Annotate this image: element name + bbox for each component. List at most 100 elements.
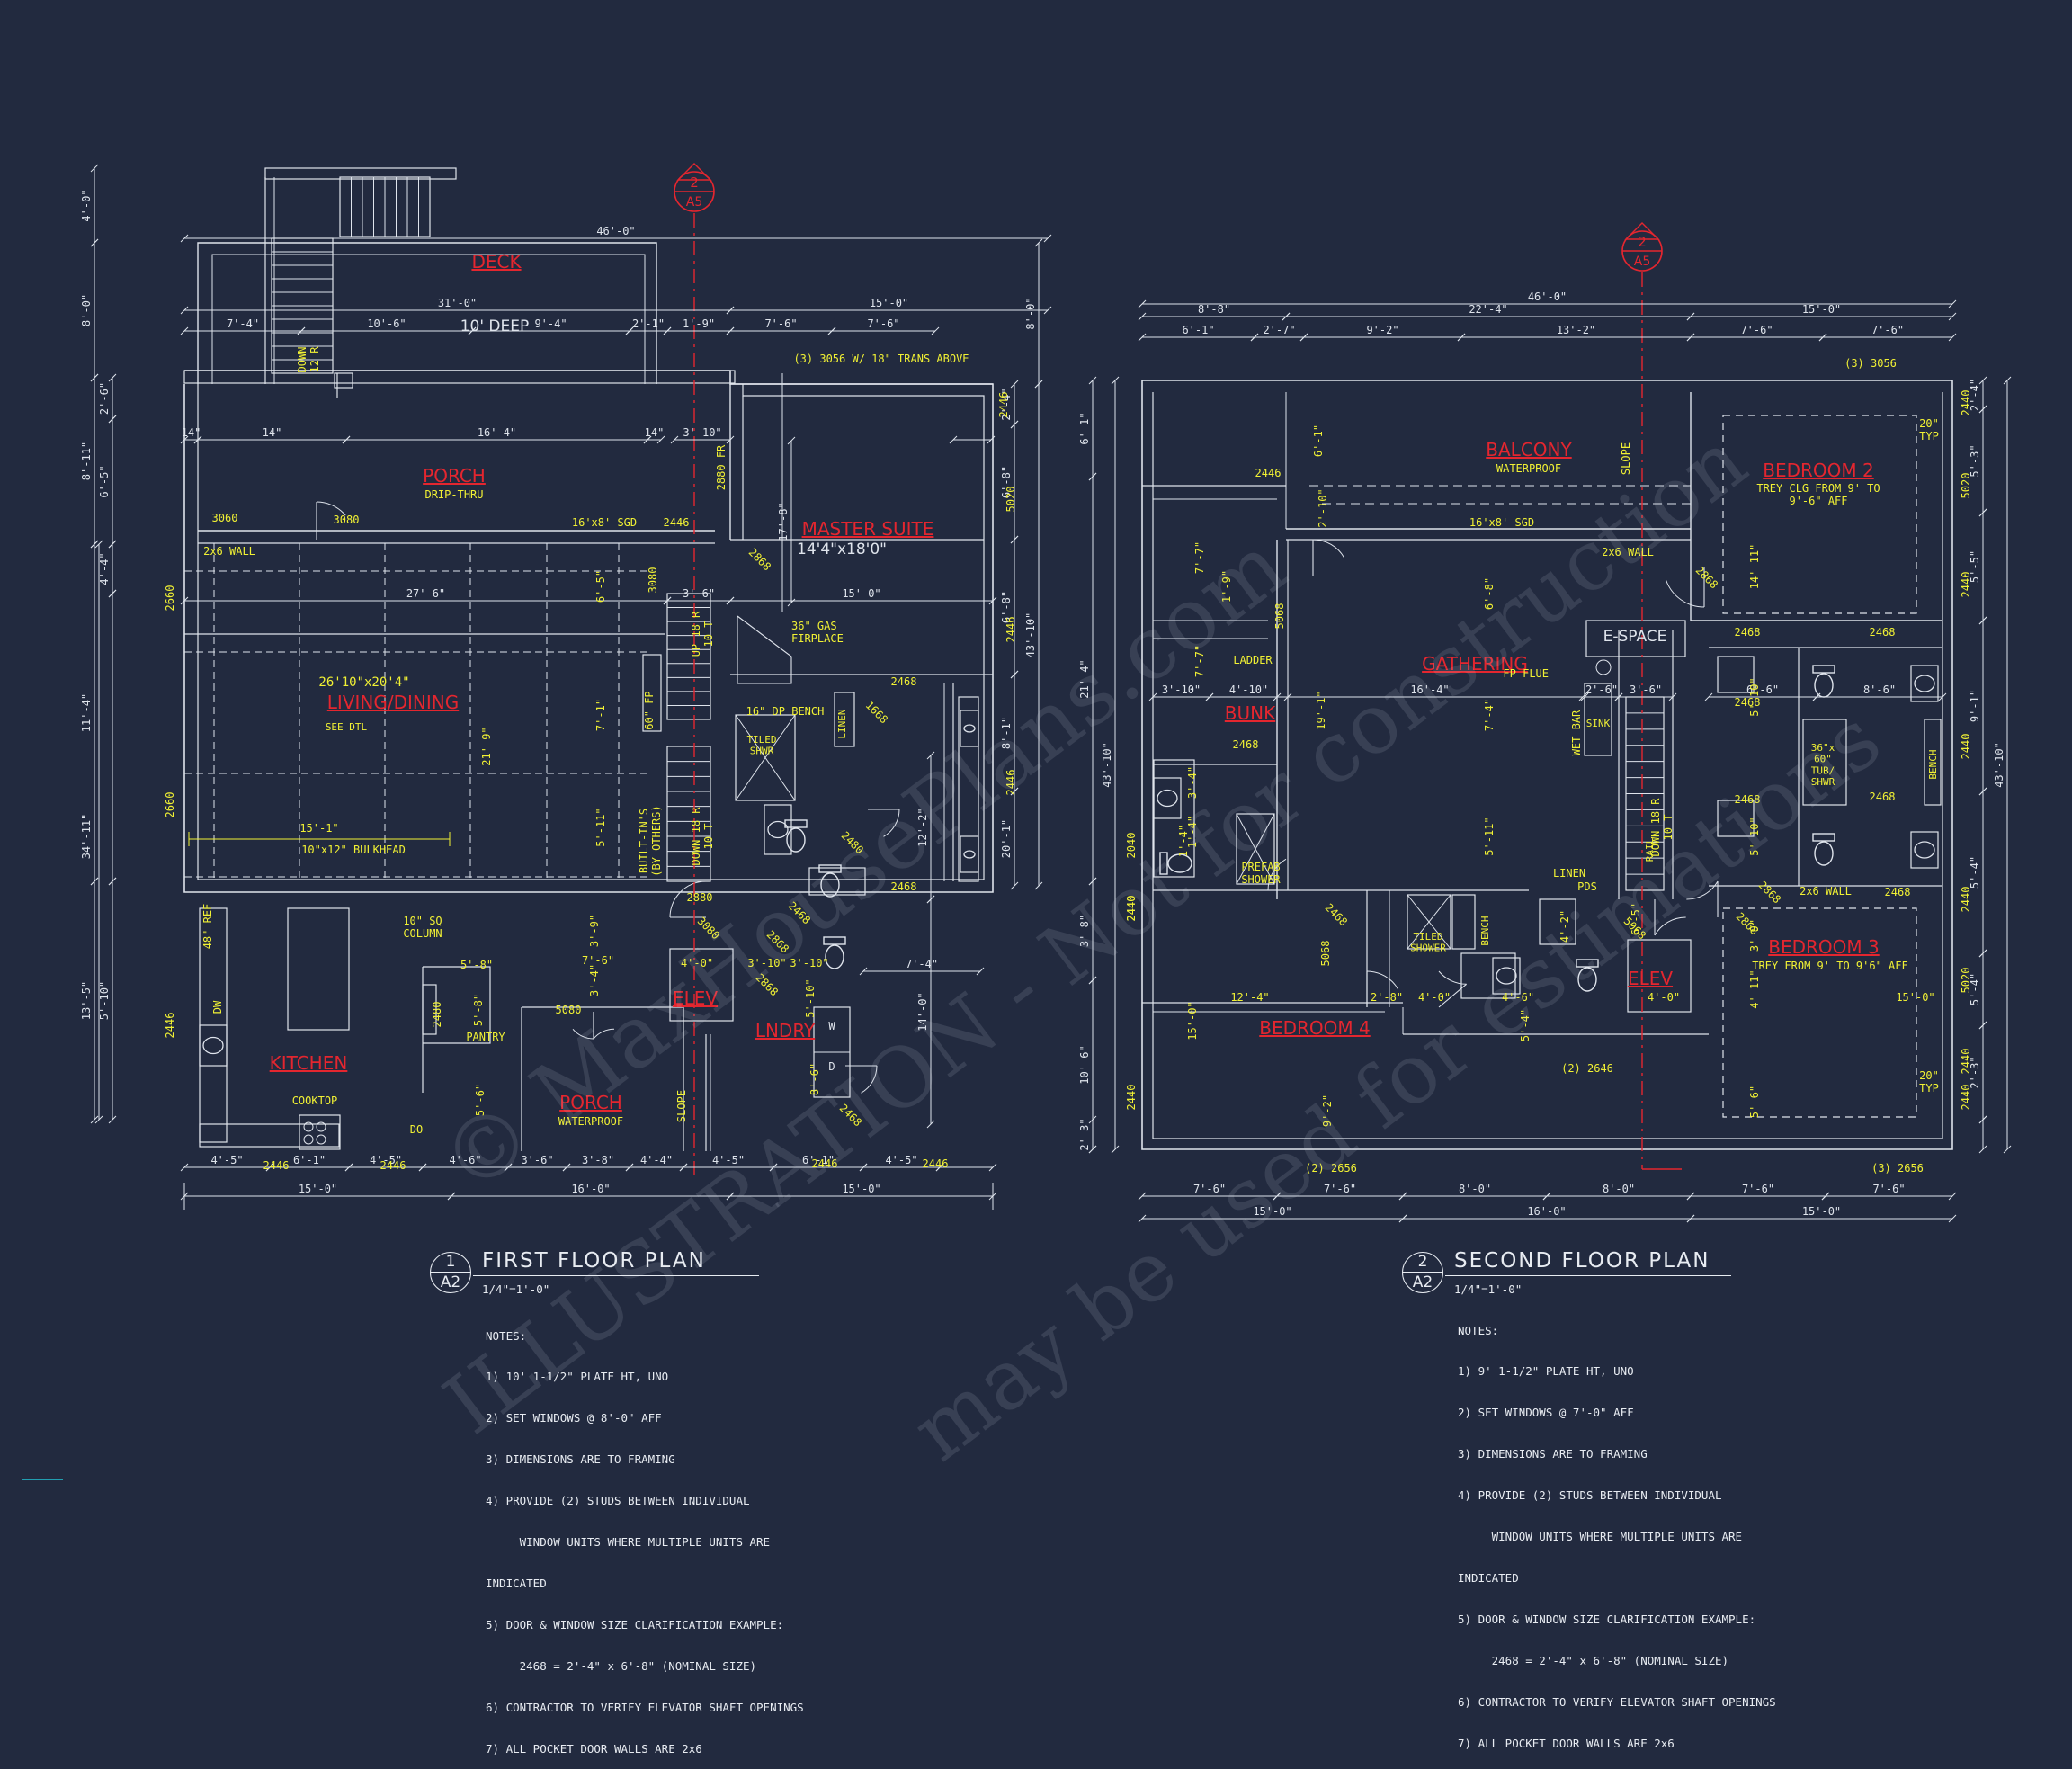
dimension-label: 2'-1" bbox=[632, 317, 665, 330]
window-tag: 2480 bbox=[839, 829, 866, 856]
toilet-icon bbox=[784, 819, 808, 853]
plan-scale: 1/4"=1'-0" bbox=[482, 1282, 550, 1296]
interior-dimension: 2'-10" bbox=[1317, 488, 1329, 527]
dimension-tick bbox=[1010, 881, 1019, 890]
sink-icon bbox=[963, 850, 976, 859]
dimension-label: 15'-0" bbox=[1253, 1205, 1291, 1218]
interior-dimension: 12'-4" bbox=[1230, 991, 1269, 1004]
dimension-tick bbox=[1578, 692, 1587, 701]
balcony-note: WATERPROOF bbox=[1496, 462, 1561, 475]
living-note: SEE DTL bbox=[326, 721, 368, 733]
toilet-tank bbox=[1812, 665, 1835, 674]
refrigerator-note: 48" REF bbox=[201, 904, 214, 950]
typ-note: 20"TYP bbox=[1919, 417, 1939, 442]
deck-room-label: DECK bbox=[471, 251, 522, 272]
note-item: 4) PROVIDE (2) STUDS BETWEEN INDIVIDUAL bbox=[1458, 1488, 1722, 1503]
window-tag: 2468 bbox=[1735, 626, 1761, 639]
interior-dimension: 4'-2" bbox=[1558, 910, 1571, 943]
toilet-bowl bbox=[1814, 841, 1834, 866]
dimension-tick bbox=[827, 326, 836, 335]
dimension-tick bbox=[726, 1192, 735, 1201]
vanity bbox=[1460, 952, 1516, 999]
porch-roof-edge bbox=[183, 370, 736, 384]
note-item: 7) ALL POCKET DOOR WALLS ARE 2x6 bbox=[1458, 1736, 1675, 1750]
dimension-label: 8'-0" bbox=[1459, 1183, 1491, 1195]
window-tag: 2440 bbox=[1960, 1049, 1972, 1075]
dimension-label: 20'-1" bbox=[1000, 819, 1013, 858]
wet-bar-counter bbox=[1584, 683, 1612, 756]
dimension-label: 4'-5" bbox=[210, 1154, 243, 1166]
window-tag: 2440 bbox=[1125, 896, 1138, 922]
window-tag: 2660 bbox=[164, 792, 176, 818]
window-tag: 2446 bbox=[1255, 467, 1282, 479]
linen-closet bbox=[1539, 898, 1576, 945]
window-tag: 2468 bbox=[1735, 793, 1761, 806]
dimension-tick bbox=[180, 306, 189, 315]
tray-ceiling-outline bbox=[1722, 907, 1917, 1118]
note-item: 4) PROVIDE (2) STUDS BETWEEN INDIVIDUAL bbox=[486, 1494, 750, 1508]
interior-dimension: 6'-8" bbox=[1483, 577, 1496, 610]
fireplace-note: 60" FP bbox=[643, 691, 656, 729]
dimension-tick bbox=[1088, 877, 1097, 886]
dimension-label: 4'-5" bbox=[885, 1154, 917, 1166]
cooktop bbox=[299, 1114, 341, 1150]
dimension-tick bbox=[679, 1163, 688, 1172]
porch-room-label: PORCH bbox=[423, 465, 486, 487]
door-swing-arc bbox=[593, 1028, 614, 1040]
window-tag: 3080 bbox=[647, 567, 659, 594]
second-floor-notes: NOTES: 1) 9' 1-1/2" PLATE HT, UNO 2) SET… bbox=[1458, 1296, 1776, 1764]
first-floor-plan-title: FIRST FLOOR PLAN bbox=[482, 1249, 706, 1273]
bath-vanity-wall bbox=[1153, 759, 1195, 878]
window-tag: 2880 bbox=[687, 891, 713, 904]
dimension-tick bbox=[935, 1163, 944, 1172]
bulkhead-note: 10"x12" BULKHEAD bbox=[301, 844, 406, 856]
tiled-shower bbox=[735, 714, 796, 801]
windows-top-note: (3) 3056 W/ 18" TRANS ABOVE bbox=[793, 353, 969, 365]
dimension-tick bbox=[931, 326, 940, 335]
dimension-label: 15'-0" bbox=[299, 1183, 337, 1195]
interior-dimension: 14'-11" bbox=[1748, 544, 1761, 590]
dimension-label: 6'-1" bbox=[1078, 412, 1091, 444]
note-item: 2) SET WINDOWS @ 7'-0" AFF bbox=[1458, 1406, 1634, 1420]
window-tag: 2446 bbox=[923, 1157, 949, 1170]
toilet-icon bbox=[1812, 833, 1835, 866]
laundry-room-label: LNDRY bbox=[755, 1020, 816, 1041]
dimension-label: 21'-4" bbox=[1078, 659, 1091, 698]
dimension-tick bbox=[1978, 508, 1987, 517]
first-floor-exterior-wall-inner bbox=[197, 384, 985, 880]
vanity-counter bbox=[764, 804, 792, 855]
bench bbox=[1924, 719, 1942, 806]
door-swing-arc bbox=[1312, 539, 1345, 558]
note-item: 2468 = 2'-4" x 6'-8" (NOMINAL SIZE) bbox=[1458, 1653, 1729, 1667]
interior-dimension: 1'-4" bbox=[1177, 825, 1190, 857]
title-circle bbox=[430, 1252, 471, 1293]
sgd-note: 16'x8' SGD bbox=[1469, 516, 1534, 529]
interior-dimension: 15'-0" bbox=[1896, 991, 1934, 1004]
dimension-tick bbox=[180, 435, 189, 444]
window-tag: 5020 bbox=[1005, 487, 1017, 513]
dimension-label: 16'-4" bbox=[1410, 683, 1449, 696]
toilet-icon bbox=[1812, 665, 1835, 698]
toilet-tank bbox=[823, 936, 846, 945]
slope-note: SLOPE bbox=[1620, 442, 1632, 475]
typ-note: 20"TYP bbox=[1919, 1069, 1939, 1094]
dimension-tick bbox=[1948, 333, 1957, 342]
kitchen-room-label: KITCHEN bbox=[270, 1052, 348, 1074]
dimension-tick bbox=[1978, 376, 1987, 385]
window-tag: 2468 bbox=[1885, 886, 1911, 898]
second-floor-exterior-wall-inner bbox=[1152, 392, 1943, 1139]
toilet-bowl bbox=[1577, 967, 1597, 992]
dimension-tick bbox=[1111, 1145, 1120, 1154]
dimension-tick bbox=[1398, 1192, 1407, 1201]
dimension-label: 3'-8" bbox=[582, 1154, 614, 1166]
pantry-shelf bbox=[422, 984, 437, 1035]
deck-depth-label: 10' DEEP bbox=[460, 317, 530, 335]
dimension-label: 6'-8" bbox=[1000, 466, 1013, 498]
window-tag: 2868 bbox=[1693, 564, 1720, 591]
window-tag: 5080 bbox=[556, 1004, 582, 1016]
window-tag: 2468 bbox=[891, 675, 917, 688]
dimension-label: 4'-10" bbox=[1229, 683, 1268, 696]
dimension-label: 7'-6" bbox=[1871, 324, 1904, 336]
interior-dimension: 5'-10" bbox=[804, 978, 817, 1017]
